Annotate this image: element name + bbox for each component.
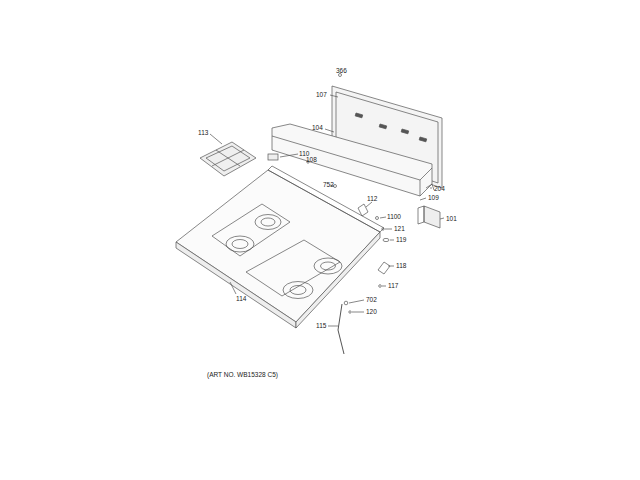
callout-number: 108 [306,157,317,164]
callout-number: 115 [316,323,326,330]
bracket [424,206,440,228]
callout-number: 702 [366,297,377,304]
art-number: (ART NO. WB15328 C5) [207,372,278,379]
lever [338,304,344,354]
callout-number: 120 [366,309,377,316]
callout-number: 101 [446,216,457,223]
callout-number: 113 [198,130,208,137]
callout-number: 118 [396,263,406,270]
callout-number: 204 [434,186,445,193]
grate [200,142,256,176]
callout-number: 119 [396,237,406,244]
callout-number: 752 [323,182,334,189]
cooktop [176,170,380,322]
callout-number: 121 [394,226,405,233]
callout-number: 366 [336,68,347,75]
callout-number: 109 [428,195,439,202]
callout-number: 1100 [387,214,401,221]
callout-number: 112 [367,196,377,203]
callout-number: 107 [316,92,327,99]
callout-number: 114 [236,296,246,303]
part [268,154,278,160]
callout-number: 117 [388,283,398,290]
callout-number: 104 [312,125,323,132]
